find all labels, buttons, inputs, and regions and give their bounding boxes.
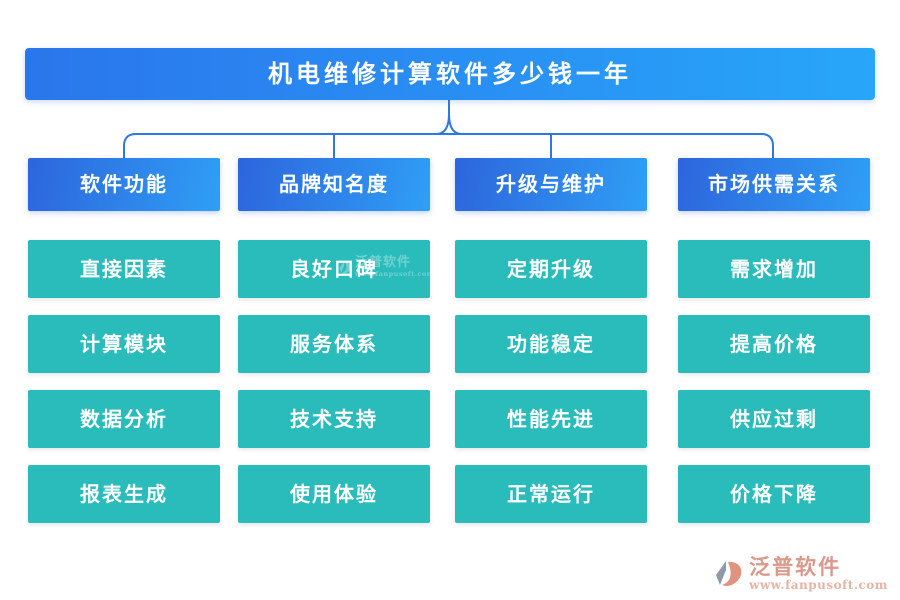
branch-header: 升级与维护 [455,158,647,211]
fanpu-logo-icon [716,561,742,586]
factor-node: 需求增加 [678,240,870,298]
factor-node: 计算模块 [28,315,220,373]
factor-node: 数据分析 [28,390,220,448]
factor-node: 性能先进 [455,390,647,448]
brand-url: www.fanpusoft.com [749,578,888,592]
factor-node: 服务体系 [238,315,430,373]
factor-node: 价格下降 [678,465,870,523]
branch-column-software-features: 软件功能 直接因素 计算模块 数据分析 报表生成 [28,158,220,523]
branch-header: 市场供需关系 [678,158,870,211]
branch-header: 软件功能 [28,158,220,211]
factor-node: 正常运行 [455,465,647,523]
branch-column-market-supply-demand: 市场供需关系 需求增加 提高价格 供应过剩 价格下降 [678,158,870,523]
factor-node: 技术支持 [238,390,430,448]
page-title: 机电维修计算软件多少钱一年 [25,48,875,100]
root-stub-right-flare [448,113,463,135]
branch-rail [123,133,774,159]
factor-node: 功能稳定 [455,315,647,373]
branch-column-upgrade-maintenance: 升级与维护 定期升级 功能稳定 性能先进 正常运行 [455,158,647,523]
branch-header: 品牌知名度 [238,158,430,211]
factor-node: 供应过剩 [678,390,870,448]
factor-node: 使用体验 [238,465,430,523]
root-stub-left-flare [435,99,450,135]
factor-node: 直接因素 [28,240,220,298]
branch-column-brand-awareness: 品牌知名度 良好口碑 服务体系 技术支持 使用体验 [238,158,430,523]
factor-node: 定期升级 [455,240,647,298]
factor-node: 报表生成 [28,465,220,523]
factor-node: 提高价格 [678,315,870,373]
brand-name: 泛普软件 [749,554,842,579]
brand-logo-lockup: 泛普软件 www.fanpusoft.com [713,556,888,592]
factor-node: 良好口碑 [238,240,430,298]
